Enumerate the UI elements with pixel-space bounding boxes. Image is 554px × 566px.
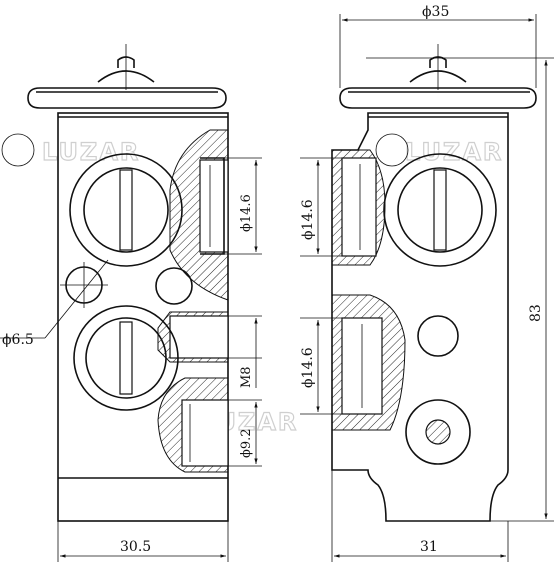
- left-head-flange: [27, 87, 227, 109]
- dim-height: 83: [528, 304, 544, 322]
- left-upper-port-inner: [83, 167, 169, 253]
- dim-left-width: 30.5: [120, 539, 151, 555]
- dim-right-upper-port: ϕ14.6: [300, 199, 316, 240]
- dim-right-lower-port: ϕ14.6: [300, 347, 316, 388]
- right-port-upper-bore: [341, 157, 377, 257]
- right-head-flange: [339, 87, 537, 109]
- left-lower-port-inner: [85, 317, 167, 399]
- right-upper-port-outer: [383, 153, 497, 267]
- right-screw-head: [425, 419, 451, 445]
- dim-left-port: ϕ14.6: [239, 194, 254, 232]
- watermark-logo-left: [1, 133, 35, 167]
- left-view: ϕ6.5 ϕ14.6 M8 ϕ9.2 30.5: [0, 44, 262, 562]
- watermark-right: LUZAR: [405, 138, 503, 166]
- left-lower-port-outer: [73, 305, 179, 411]
- right-upper-port-slot: [433, 169, 447, 251]
- watermark-logo-right: [375, 133, 409, 167]
- dim-top-width: ϕ35: [422, 4, 449, 20]
- right-view: ϕ35 83 ϕ14.6 ϕ14.6 31: [300, 4, 554, 562]
- right-small-hole: [417, 315, 459, 357]
- right-upper-port-inner: [397, 167, 483, 253]
- left-upper-port-outer: [69, 153, 183, 267]
- right-body: [331, 112, 509, 522]
- watermark-left: LUZAR: [42, 138, 140, 166]
- leader-phi65: [44, 259, 109, 339]
- left-port-upper-outline: [200, 157, 225, 255]
- dim-small-port: ϕ9.2: [239, 428, 254, 458]
- left-thread-bore: [169, 315, 229, 359]
- left-upper-port-slot: [119, 169, 133, 251]
- left-hole-right: [155, 267, 193, 305]
- dim-right-width: 31: [420, 539, 438, 555]
- left-port-lower-bore: [181, 399, 229, 467]
- dim-left-hole: ϕ6.5: [2, 332, 34, 348]
- right-screw-outer: [405, 399, 471, 465]
- dim-thread: M8: [239, 366, 254, 388]
- left-lower-port-slot: [119, 321, 133, 395]
